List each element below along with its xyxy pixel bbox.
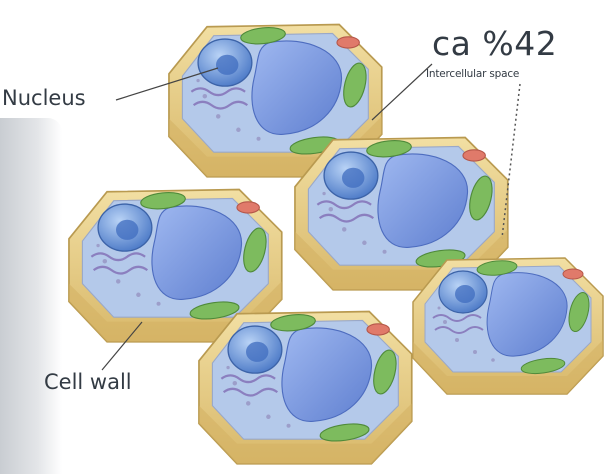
intercellular-space-label: Intercellular space bbox=[426, 68, 519, 80]
nucleus-label: Nucleus bbox=[2, 86, 86, 110]
percentage-label: ca %42 bbox=[432, 24, 557, 63]
plant-cell-bottom-left bbox=[199, 312, 412, 464]
cell-wall-label: Cell wall bbox=[44, 370, 132, 394]
plant-cell-bottom-right bbox=[413, 258, 603, 394]
intercellular-dotted-line bbox=[502, 84, 520, 238]
